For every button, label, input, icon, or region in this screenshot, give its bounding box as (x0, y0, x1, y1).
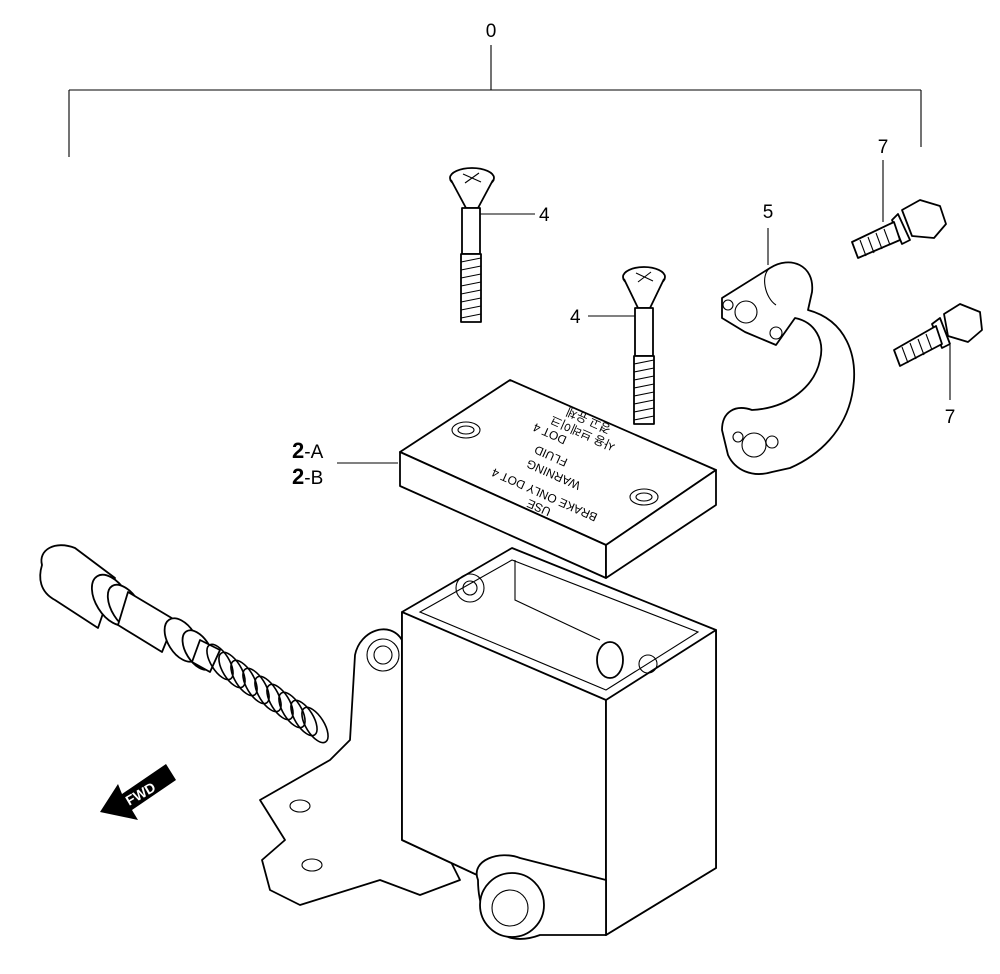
handlebar-clamp (721, 261, 855, 475)
flange-bolt-upper (851, 199, 947, 259)
fwd-arrow-icon: FWD (100, 764, 176, 820)
callout-screw-upper: 4 (539, 205, 550, 226)
callout-clamp: 5 (763, 202, 774, 223)
callout-bolt-upper: 7 (878, 137, 889, 158)
piston-assembly (39, 544, 329, 744)
assembly-bracket (68, 45, 922, 157)
callout-bolt-lower: 7 (945, 407, 956, 428)
callout-screw-lower: 4 (570, 307, 581, 328)
flat-head-screw-lower (622, 266, 666, 425)
flange-bolt-lower (893, 303, 983, 367)
flat-head-screw-upper (449, 167, 495, 323)
master-cylinder-body (259, 547, 717, 940)
reservoir-cap: USE BRAKE ONLY DOT 4 WARNING FLUID DOT 4… (399, 379, 717, 579)
callout-cap-a: 2-A (292, 438, 324, 463)
callout-cap-b: 2-B (292, 464, 323, 489)
callout-assembly: 0 (486, 21, 497, 42)
